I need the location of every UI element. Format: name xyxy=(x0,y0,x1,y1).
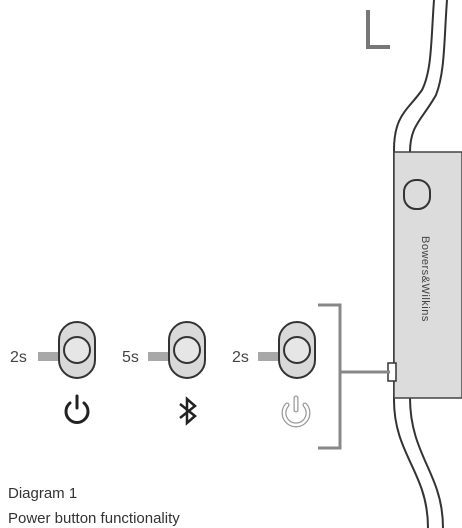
diagram-caption-subtitle: Power button functionality xyxy=(8,510,180,527)
hold-time-label: 2s xyxy=(10,349,27,366)
button-press-circle xyxy=(173,336,201,364)
step-3: 2s xyxy=(232,321,316,428)
power-icon xyxy=(64,394,90,424)
corner-mark-icon xyxy=(366,10,390,49)
bluetooth-icon xyxy=(179,396,197,426)
step-2: 5s xyxy=(122,321,206,426)
step-1: 2s xyxy=(10,321,96,424)
steps-bracket xyxy=(318,303,390,450)
power-outline-icon xyxy=(281,395,311,428)
button-press-circle xyxy=(63,336,91,364)
hold-time-label: 2s xyxy=(232,349,249,366)
button-press-circle xyxy=(283,336,311,364)
brand-text: Bowers&Wilkins xyxy=(419,236,431,322)
hold-time-label: 5s xyxy=(122,349,139,366)
diagram-caption-title: Diagram 1 xyxy=(8,485,78,502)
headphone-slot-icon xyxy=(403,179,431,210)
headphone-band xyxy=(393,151,462,399)
